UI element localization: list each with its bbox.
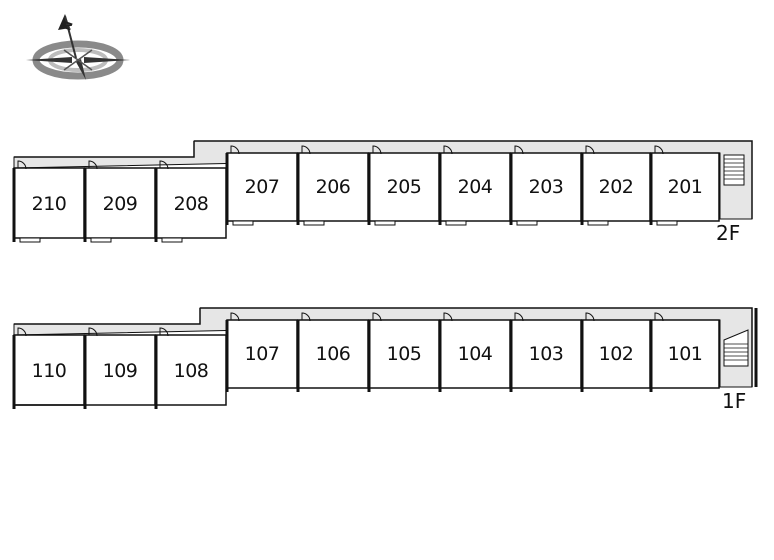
- unit-202: 202: [580, 145, 651, 226]
- unit-label: 208: [174, 193, 209, 215]
- unit-103: 103: [509, 312, 582, 392]
- floor-label-2f: 2F: [716, 221, 740, 245]
- floor-1f: 110 109 108 107 106: [12, 307, 758, 413]
- north-label: N: [60, 19, 75, 32]
- unit-106: 106: [296, 312, 369, 392]
- unit-label: 101: [668, 343, 703, 365]
- unit-201: 201: [649, 145, 720, 226]
- unit-label: 108: [174, 360, 209, 382]
- unit-label: 106: [316, 343, 351, 365]
- unit-101: 101: [649, 312, 720, 392]
- unit-label: 107: [245, 343, 280, 365]
- unit-label: 207: [245, 176, 280, 198]
- unit-203: 203: [509, 145, 582, 226]
- unit-105: 105: [367, 312, 440, 392]
- unit-label: 105: [387, 343, 422, 365]
- unit-label: 104: [458, 343, 493, 365]
- unit-104: 104: [438, 312, 511, 392]
- unit-210: 210: [12, 160, 85, 243]
- unit-label: 201: [668, 176, 703, 198]
- unit-209: 209: [83, 160, 156, 243]
- unit-107: 107: [225, 312, 298, 392]
- unit-206: 206: [296, 145, 369, 226]
- floor-2f: 210 209 208 207 206: [12, 140, 753, 245]
- unit-label: 210: [32, 193, 67, 215]
- unit-108: 108: [154, 327, 227, 409]
- unit-label: 103: [529, 343, 564, 365]
- unit-204: 204: [438, 145, 511, 226]
- unit-label: 102: [599, 343, 634, 365]
- unit-109: 109: [83, 327, 156, 409]
- compass-rose-icon: N: [26, 14, 130, 80]
- unit-110: 110: [12, 327, 85, 409]
- unit-label: 206: [316, 176, 351, 198]
- unit-label: 202: [599, 176, 634, 198]
- unit-label: 209: [103, 193, 138, 215]
- floor-label-1f: 1F: [722, 389, 746, 413]
- unit-label: 109: [103, 360, 138, 382]
- unit-label: 205: [387, 176, 422, 198]
- unit-label: 204: [458, 176, 493, 198]
- unit-label: 110: [32, 360, 67, 382]
- unit-207: 207: [225, 145, 298, 226]
- stair-1f: [723, 329, 749, 367]
- unit-102: 102: [580, 312, 651, 392]
- unit-208: 208: [154, 160, 227, 243]
- stair-2f: [723, 154, 745, 186]
- unit-205: 205: [367, 145, 440, 226]
- unit-label: 203: [529, 176, 564, 198]
